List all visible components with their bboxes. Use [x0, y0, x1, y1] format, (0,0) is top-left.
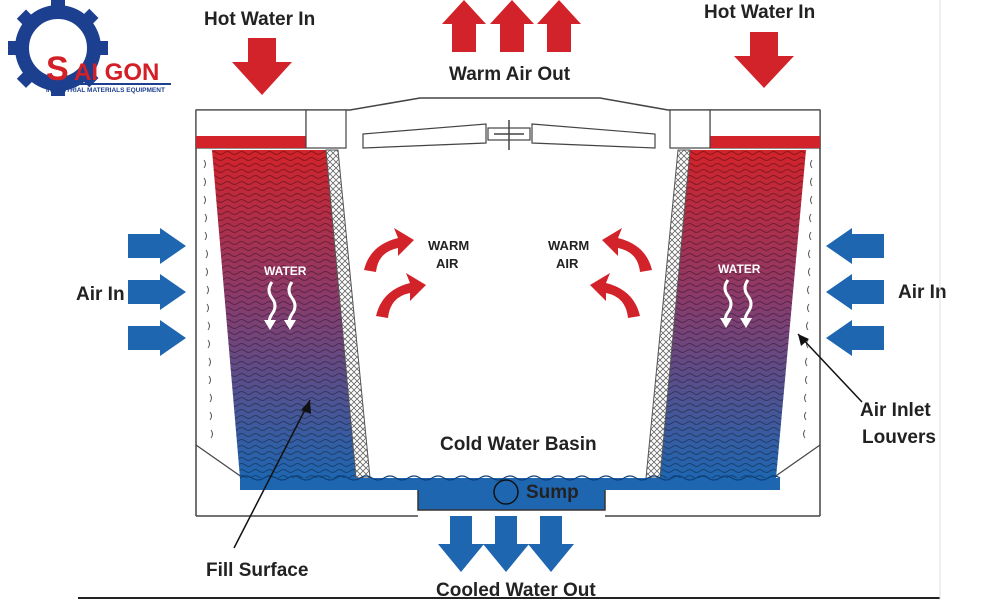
fill-surface-callout — [233, 399, 311, 549]
warm-air-arrows-right — [590, 228, 652, 318]
warm-air-out-label: Warm Air Out — [449, 64, 571, 85]
cold-water-basin-label: Cold Water Basin — [440, 434, 597, 455]
hot-water-in-right-arrow — [734, 32, 794, 88]
cooled-water-out-label: Cooled Water Out — [436, 580, 596, 600]
water-label-left: WATER — [264, 264, 307, 278]
sump-icon — [493, 479, 519, 505]
fill-media-right — [645, 149, 806, 479]
hot-water-in-left-arrow — [232, 38, 292, 95]
air-in-right-label: Air In — [898, 282, 947, 303]
warm-air-out-arrows — [442, 0, 581, 52]
fill-media-left — [212, 149, 371, 479]
fill-surface-label: Fill Surface — [206, 560, 308, 581]
air-in-left-arrows — [128, 228, 186, 356]
logo-brand-text: AI GON — [74, 59, 159, 86]
tower-structure — [195, 97, 821, 517]
air-inlet-louvers-right — [803, 159, 813, 439]
air-inlet-louvers-label-2: Louvers — [862, 427, 936, 448]
warm-air-right-label-1: WARM — [548, 238, 589, 253]
air-inlet-louvers-callout — [797, 333, 863, 403]
hot-water-in-left-label: Hot Water In — [204, 9, 315, 30]
cold-water-basin — [239, 475, 781, 511]
sump-label: Sump — [526, 482, 579, 503]
cooled-water-out-arrows — [438, 516, 574, 572]
warm-air-left-label-1: WARM — [428, 238, 469, 253]
air-in-left-label: Air In — [76, 284, 125, 305]
warm-air-left-label-2: AIR — [436, 256, 459, 271]
warm-air-arrows-left — [364, 228, 426, 318]
hot-water-in-right-label: Hot Water In — [704, 2, 815, 23]
air-inlet-louvers-label-1: Air Inlet — [860, 400, 931, 421]
brand-logo: S AI GON INDUSTRIAL MATERIALS EQUIPMENT — [8, 0, 171, 96]
air-in-right-arrows — [826, 228, 884, 356]
water-label-right: WATER — [718, 262, 761, 276]
logo-subtitle: INDUSTRIAL MATERIALS EQUIPMENT — [46, 87, 165, 94]
air-inlet-louvers-left — [203, 159, 213, 439]
logo-letter-s: S — [46, 50, 69, 88]
water-flow-icon — [264, 281, 297, 330]
water-flow-icon — [720, 279, 753, 328]
fan-icon — [362, 120, 656, 150]
warm-air-right-label-2: AIR — [556, 256, 579, 271]
